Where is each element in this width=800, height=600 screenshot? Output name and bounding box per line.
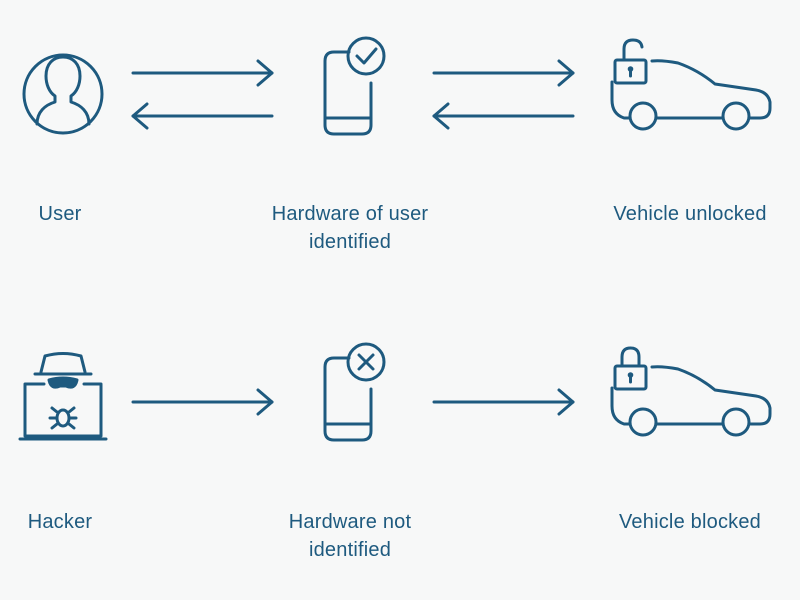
arrow-right-1a: [131, 59, 274, 87]
arrow-left-1a: [131, 102, 274, 130]
arrow-right-2b: [432, 388, 575, 416]
car-unlocked-icon: [610, 38, 772, 131]
vehicle-label-blocked: Vehicle blocked: [619, 511, 761, 533]
actor-label-hacker: Hacker: [27, 511, 93, 533]
phone-cross-icon: [323, 342, 386, 442]
device-label-identified: Hardware of user identified: [271, 203, 429, 253]
car-locked-icon: [610, 346, 772, 437]
hacker-laptop-icon: [18, 352, 108, 441]
arrow-right-2a: [131, 388, 274, 416]
arrow-right-1b: [432, 59, 575, 87]
device-label-not-identified: Hardware not identified: [288, 511, 412, 561]
user-icon: [22, 53, 104, 135]
arrow-left-1b: [432, 102, 575, 130]
phone-check-icon: [323, 36, 386, 136]
vehicle-label-unlocked: Vehicle unlocked: [613, 203, 767, 225]
actor-label-user: User: [38, 203, 82, 225]
